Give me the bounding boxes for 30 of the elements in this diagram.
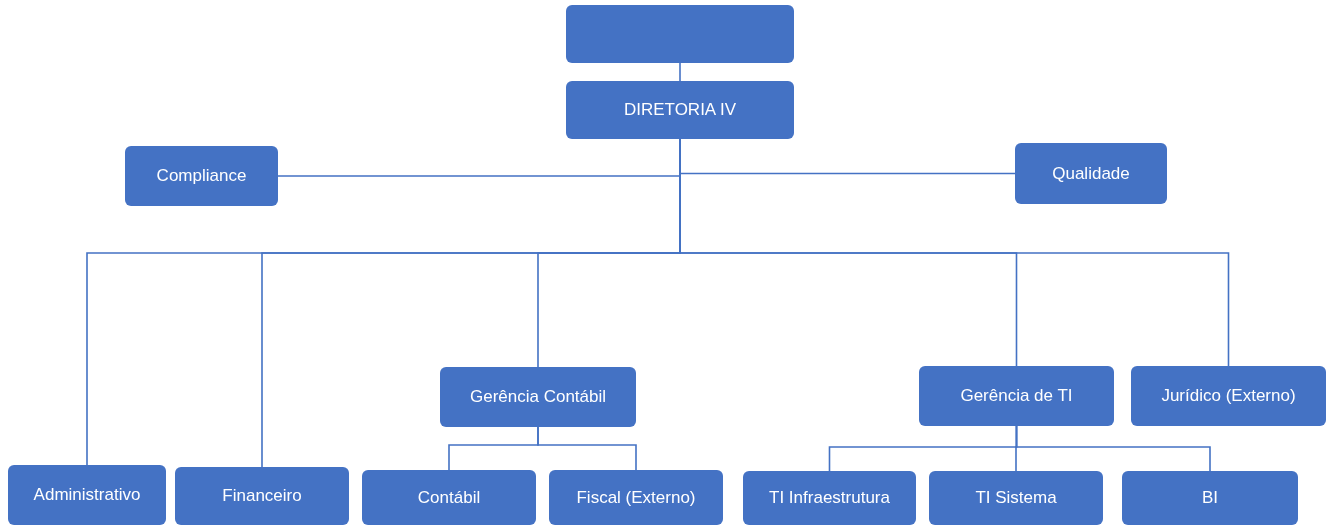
box-label: TI Sistema (975, 487, 1057, 509)
org-box (566, 81, 794, 139)
org-box (125, 146, 278, 206)
org-box (8, 465, 166, 525)
connector-line (537, 426, 637, 471)
box-label: Administrativo (33, 484, 141, 506)
org-box (919, 366, 1114, 426)
org-box (743, 471, 916, 525)
org-box (929, 471, 1103, 525)
connector-line (1015, 425, 1211, 472)
box-label: Gerência de TI (960, 385, 1073, 407)
box-label: BI (1201, 487, 1219, 509)
org-box (549, 470, 723, 525)
connector-line (679, 62, 681, 82)
org-box (175, 467, 349, 525)
box-label: Contábil (417, 486, 481, 509)
org-box (1131, 366, 1326, 426)
box-label: Financeiro (222, 485, 302, 507)
box-label: TI Infraestrutura (769, 487, 890, 509)
box-label: Gerência Contábil (469, 386, 607, 408)
box-label: DIRETORIA IV (623, 99, 737, 121)
box-label: Compliance (156, 165, 247, 187)
org-box (440, 367, 636, 427)
org-box (1015, 143, 1167, 204)
empty-org-box (566, 5, 794, 63)
org-box (1122, 471, 1298, 525)
org-box (362, 470, 536, 525)
box-label: Fiscal (Externo) (576, 486, 696, 509)
box-label: Qualidade (1052, 162, 1130, 185)
box-label: Jurídico (Externo) (1161, 385, 1296, 407)
